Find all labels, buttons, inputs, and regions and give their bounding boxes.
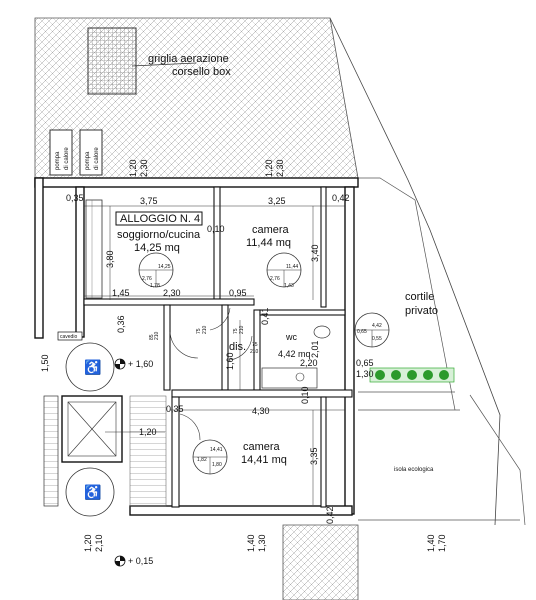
site-boundary	[329, 17, 501, 526]
dim-1-60: 1,60	[225, 352, 235, 370]
dim-3-80: 3,80	[105, 250, 115, 268]
door-swing-1	[169, 331, 199, 359]
dim-2-01: 2,01	[310, 340, 320, 358]
heat-pump-1	[49, 129, 73, 176]
dim-1-20-top-right: 1,20	[264, 159, 274, 177]
level-1-60: + 1,60	[128, 359, 153, 369]
dim-3-35: 3,35	[309, 447, 319, 465]
pump-label-1b: di calore	[64, 147, 70, 170]
dim-4-30: 4,30	[252, 406, 270, 416]
apartment-title: ALLOGGIO N. 4	[120, 213, 200, 225]
dim-1-40-br: 1,40	[426, 534, 436, 552]
dim-75-c: 75	[252, 342, 258, 348]
dim-210-b: 210	[202, 325, 208, 334]
wc3-b: 0,65	[357, 329, 367, 335]
wc1-a: 1,78	[150, 283, 160, 289]
pump-label-2b: di calore	[94, 147, 100, 170]
sink	[295, 372, 305, 382]
vent-label-1: griglia aerazione	[148, 53, 229, 65]
door-swing-2	[229, 335, 253, 361]
wc3-c: 4,42	[372, 323, 382, 329]
dim-210-a: 210	[154, 331, 160, 340]
toilet	[313, 325, 331, 339]
wc1-b: 2,76	[142, 276, 152, 282]
dim-0-35-tl: 0,35	[66, 193, 84, 203]
dim-2-30-mid: 2,30	[163, 288, 181, 298]
dim-0-95: 0,95	[229, 288, 247, 298]
dim-75-a: 75	[196, 328, 202, 334]
wc3-a: 0,55	[372, 336, 382, 342]
dim-1-20-bl: 1,20	[83, 534, 93, 552]
dim-0-65: 0,65	[356, 358, 374, 368]
wc2-a: 1,43	[284, 283, 294, 289]
cavedio-label: cavedio	[60, 334, 77, 340]
dim-1-30-bm: 1,30	[257, 534, 267, 552]
room-label-bedroom2: camera	[243, 441, 281, 453]
dim-2-20: 2,20	[300, 358, 318, 368]
room-area-bedroom2: 14,41 mq	[241, 454, 287, 466]
dim-0-10-top: 0,10	[207, 224, 225, 234]
room-area-living: 14,25 mq	[134, 242, 180, 254]
dim-2-30-top-left: 2,30	[139, 159, 149, 177]
dim-0-41: 0,41	[260, 307, 270, 325]
courtyard-label-2: privato	[405, 305, 438, 317]
dim-1-50: 1,50	[40, 354, 50, 372]
room-area-wc: 4,42 mq	[278, 349, 311, 359]
exterior-walls	[34, 177, 359, 516]
bottom-hatched-area	[282, 524, 359, 600]
dim-3-75: 3,75	[140, 196, 158, 206]
turning-circle-2	[65, 467, 115, 517]
door-swing-3	[179, 413, 201, 441]
room-label-living: soggiorno/cucina	[117, 229, 201, 241]
dim-2-30-top-right: 2,30	[275, 159, 285, 177]
staircase	[43, 395, 59, 507]
eco-island-label: isola ecologica	[394, 467, 434, 473]
dim-75-b: 75	[233, 328, 239, 334]
dim-0-36: 0,36	[116, 315, 126, 333]
room-label-wc: wc	[285, 332, 297, 342]
dim-0-10-mid: 0,10	[300, 386, 310, 404]
dim-0-42-br: 0,42	[325, 506, 335, 524]
wc2-c: 11,44	[286, 264, 298, 270]
vent-label-2: corsello box	[172, 66, 231, 78]
shower	[261, 367, 318, 389]
ventilation-grill	[87, 27, 137, 95]
wc1-c: 14,25	[158, 264, 171, 270]
pump-label-2a: pompa	[85, 151, 91, 170]
dim-3-40: 3,40	[310, 244, 320, 262]
dim-1-40-bm: 1,40	[246, 534, 256, 552]
dim-3-25: 3,25	[268, 196, 286, 206]
planter-shrubs	[375, 370, 449, 380]
dim-1-20-top-left: 1,20	[128, 159, 138, 177]
dim-1-20-mid: 1,20	[139, 427, 157, 437]
dim-210-c: 210	[239, 325, 245, 334]
dim-1-45: 1,45	[112, 288, 130, 298]
dim-0-42-tr: 0,42	[332, 193, 350, 203]
room-area-bedroom1: 11,44 mq	[246, 237, 291, 249]
wheelchair-icon: ♿	[84, 359, 101, 376]
wc4-c: 14,41	[210, 447, 223, 453]
dim-2-10-bl: 2,10	[94, 534, 104, 552]
turning-circle-1	[65, 342, 115, 392]
door-swing-4	[209, 307, 231, 331]
kitchen-counter	[85, 199, 103, 299]
dim-85: 85	[149, 334, 155, 340]
level-0-15: + 0,15	[128, 556, 153, 566]
dim-0-35-mid: 0,35	[166, 404, 184, 414]
room-label-bedroom1: camera	[252, 224, 290, 236]
dim-1-30-right: 1,30	[356, 369, 374, 379]
wheelchair-icon: ♿	[84, 484, 101, 501]
wc4-b: 1,82	[197, 457, 207, 463]
wc2-b: 2,76	[270, 276, 280, 282]
heat-pump-2	[79, 129, 103, 176]
dim-1-70-br: 1,70	[437, 534, 447, 552]
dim-210-d: 210	[250, 349, 259, 355]
wc4-a: 1,80	[212, 462, 222, 468]
room-label-dis: dis.	[229, 341, 246, 353]
courtyard-label-1: cortile	[405, 291, 434, 303]
interior-walls	[83, 186, 353, 508]
pump-label-1a: pompa	[55, 151, 61, 170]
